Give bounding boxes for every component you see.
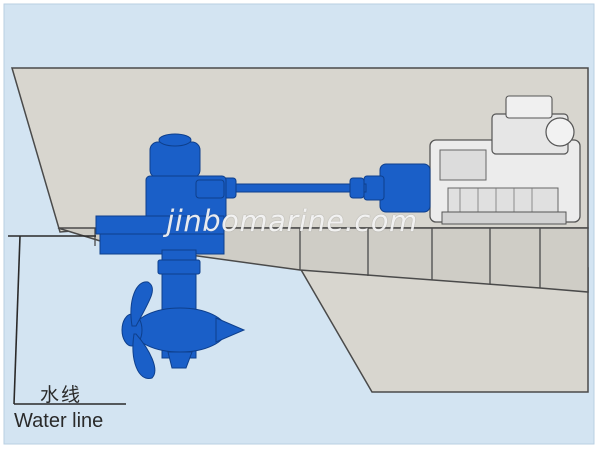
drive-shaft	[231, 183, 367, 193]
waterline-marker	[8, 235, 126, 405]
hull-frame-lines	[94, 228, 541, 288]
watermark: jinbomarine.com	[166, 204, 418, 238]
waterline-label-cn: 水线	[40, 384, 83, 406]
upper-gearbox	[149, 141, 201, 179]
propeller-pod	[133, 307, 227, 353]
propeller-blade-bottom	[132, 333, 156, 379]
waterline-label-en: Water line	[14, 410, 104, 432]
propeller-blade-top	[130, 281, 153, 327]
thruster-assembly	[95, 133, 431, 379]
